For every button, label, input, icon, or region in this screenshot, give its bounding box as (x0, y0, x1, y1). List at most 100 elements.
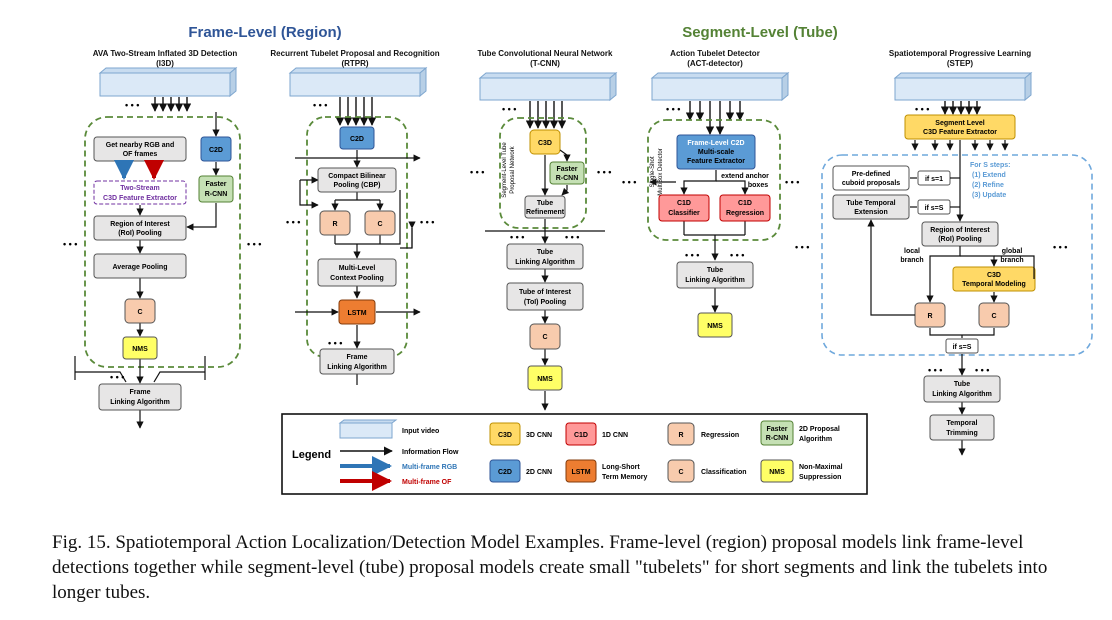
legend-r-code: R (678, 432, 683, 439)
r-label-rtpr: R (332, 221, 337, 228)
rtpr-abbr: (RTPR) (341, 59, 368, 68)
trimming-line1: Temporal (947, 420, 978, 427)
classification-box-i3d (124, 298, 156, 324)
faster-rcnn-tcnn-line2: R-CNN (556, 175, 579, 182)
ellipsis: • • • (1053, 242, 1067, 252)
classification-box-step (978, 302, 1010, 328)
nms-label-i3d: NMS (132, 346, 148, 353)
c2d-feat-line2: Multi-scale (698, 149, 734, 156)
tube-temporal-ext-box (832, 194, 910, 220)
tube-linking-box-tcnn (506, 243, 584, 270)
c3d-temporal-line1: C3D (987, 272, 1001, 279)
ellipsis: • • • (125, 100, 139, 110)
act-title: Action Tubelet Detector (670, 49, 760, 58)
c-label-tcnn: C (542, 334, 547, 341)
predefined-box (832, 165, 910, 191)
segment-c3d-box (904, 114, 1016, 140)
c2d-box-rtpr (339, 126, 375, 150)
ellipsis: • • • (622, 177, 636, 187)
roi-step-line2: (RoI) Pooling (938, 236, 982, 243)
tube-refinement-line2: Refinement (526, 209, 565, 216)
segment-level-header: Segment-Level (Tube) (682, 24, 838, 41)
input-video-tcnn (479, 77, 611, 101)
legend-nms-code: NMS (769, 469, 785, 476)
tube-ext-line1: Tube Temporal (846, 200, 895, 207)
tube-linking-step-line1: Tube (954, 381, 970, 388)
legend-c3d-swatch (489, 422, 521, 446)
roi-line2: (RoI) Pooling (118, 230, 162, 237)
toi-line2: (ToI) Pooling (524, 299, 566, 306)
tube-linking-tcnn-line1: Tube (537, 249, 553, 256)
frame-level-header: Frame-Level (Region) (188, 24, 341, 41)
tcnn-title: Tube Convolutional Neural Network (478, 49, 614, 58)
toi-line1: Tube of Interest (519, 289, 572, 296)
segment-c3d-line2: C3D Feature Extractor (923, 129, 997, 136)
ellipsis: • • • (470, 167, 484, 177)
c2d-label-i3d: C2D (209, 147, 223, 154)
ellipsis: • • • (328, 338, 342, 348)
c-label-rtpr: C (377, 221, 382, 228)
legend-c-swatch (667, 459, 695, 483)
if-sS-box-bottom (945, 338, 979, 354)
legend-c1d: 1D CNN (602, 432, 628, 439)
tube-ext-line2: Extension (854, 209, 887, 216)
step-3: (3) Update (972, 192, 1006, 199)
cbp-line2: Pooling (CBP) (333, 182, 380, 189)
nearby-frames-line2: OF frames (123, 151, 158, 158)
ellipsis: • • • (666, 104, 680, 114)
nms-box-i3d (122, 336, 158, 360)
ellipsis: • • • (510, 232, 524, 242)
tube-linking-act-line2: Linking Algorithm (685, 277, 745, 284)
legend-of: Multi-frame OF (402, 479, 452, 486)
frame-linking-rtpr-line1: Frame (346, 354, 367, 361)
figure-caption: Fig. 15. Spatiotemporal Action Localizat… (52, 532, 1048, 603)
r-label-step: R (927, 313, 932, 320)
trimming-line2: Trimming (946, 430, 978, 437)
svg-text:Region of Interest(RoI) Poolin: Region of Interest(RoI) Pooling (110, 221, 170, 237)
legend-nms-line2: Suppression (799, 474, 841, 481)
legend-input-video: Input video (402, 428, 439, 435)
predefined-line2: cuboid proposals (842, 180, 900, 187)
step-abbr: (STEP) (947, 59, 974, 68)
legend-c2d-swatch (489, 459, 521, 483)
legend-c1d-swatch (565, 422, 597, 446)
c3d-temporal-box (952, 266, 1036, 292)
legend-title: Legend (292, 449, 331, 461)
frame-linking-box-i3d (98, 383, 182, 411)
step-loop-group (821, 154, 1093, 356)
roi-pooling-box-i3d (93, 215, 187, 241)
regression-box-rtpr (319, 210, 351, 236)
faster-rcnn-line1: Faster (205, 181, 226, 188)
temporal-trimming-box (929, 414, 995, 441)
lstm-box (338, 299, 376, 325)
input-video-step (894, 77, 1026, 101)
c1d-class-line2: Classifier (668, 210, 700, 217)
classification-box-rtpr (364, 210, 396, 236)
legend-nms-line1: Non-Maximal (799, 464, 843, 471)
svg-text:Region of Interest(RoI) Poolin: Region of Interest (RoI) Pooling (930, 227, 990, 243)
two-stream-line1: Two-Stream (120, 185, 160, 192)
multi-level-box (317, 258, 397, 287)
c1d-reg-line2: Regression (726, 210, 764, 217)
ellipsis: • • • (286, 217, 300, 227)
roi-step-line1: Region of Interest (930, 227, 990, 234)
c1d-class-line1: C1D (677, 200, 691, 207)
two-stream-line2: C3D Feature Extractor (103, 195, 177, 202)
ellipsis: • • • (730, 250, 744, 260)
faster-rcnn-tcnn-line1: Faster (556, 166, 577, 173)
legend-c3d: 3D CNN (526, 432, 552, 439)
